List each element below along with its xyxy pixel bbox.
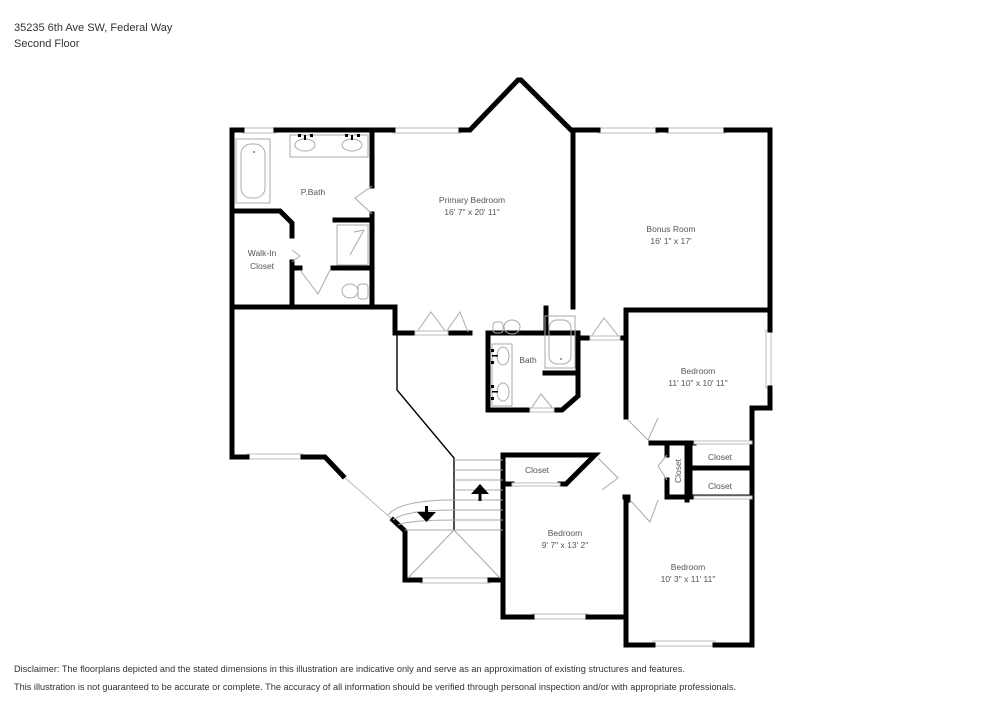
room-dims-primary-bedroom: 16' 7" x 20' 11" (444, 207, 499, 217)
sink-icon (294, 138, 316, 152)
floor-title: Second Floor (14, 38, 80, 50)
room-dims-bedroom-center: 9' 7" x 13' 2" (542, 540, 589, 550)
room-name-closet-center: Closet (525, 465, 550, 475)
room-name-bedroom-southeast: Bedroom (671, 562, 706, 572)
room-name-closet-vertical: Closet (673, 458, 683, 483)
stairs (387, 333, 503, 579)
door-closet-vertical (657, 454, 668, 481)
walls (229, 77, 773, 648)
disclaimer-line-2: This illustration is not guaranteed to b… (14, 682, 736, 692)
toilet-icon (341, 283, 369, 300)
stair-down-arrow-icon (417, 506, 436, 522)
door-bath (589, 317, 621, 339)
address-title: 35235 6th Ave SW, Federal Way (14, 22, 173, 34)
door-bedroom-center (597, 457, 619, 491)
room-name-bedroom-center: Bedroom (548, 528, 583, 538)
room-name-walk-in-closet-1: Walk-In (248, 248, 277, 258)
room-name-primary-bath: P.Bath (301, 187, 326, 197)
doors[interactable] (291, 185, 753, 523)
room-name-primary-bedroom: Primary Bedroom (439, 195, 505, 205)
bathtub-icon (544, 315, 576, 369)
door-toilet-room (299, 269, 331, 295)
door-walk-in-closet (291, 249, 301, 263)
toilet-icon (492, 319, 521, 335)
room-labels: Primary Bedroom 16' 7" x 20' 11" Bonus R… (248, 187, 733, 584)
room-dims-bedroom-southeast: 10' 3" x 11' 11" (661, 574, 716, 584)
sink-icon (496, 346, 510, 366)
door-bedroom-east (627, 417, 659, 441)
disclaimer-line-1: Disclaimer: The floorplans depicted and … (14, 664, 685, 674)
room-name-bedroom-east: Bedroom (681, 366, 716, 376)
room-name-closet-east-upper: Closet (708, 452, 733, 462)
room-name-bonus-room: Bonus Room (646, 224, 695, 234)
room-name-walk-in-closet-2: Closet (250, 261, 275, 271)
room-dims-bonus-room: 16' 1" x 17' (650, 236, 692, 246)
bathtub-icon (235, 138, 271, 204)
vanity-counter (491, 343, 513, 407)
room-name-bath: Bath (519, 355, 537, 365)
bifold-door-hall-closet (416, 310, 469, 333)
room-name-closet-east-lower: Closet (708, 481, 733, 491)
door-bath-hall (529, 393, 555, 411)
door-pbath (354, 185, 373, 215)
fixtures (235, 134, 576, 407)
vanity-counter (289, 134, 369, 158)
door-bedroom-southeast (629, 499, 659, 523)
stair-up-arrow-icon (471, 484, 489, 501)
sink-icon (496, 382, 510, 402)
room-dims-bedroom-east: 11' 10" x 10' 11" (668, 378, 728, 388)
shower-icon (336, 224, 369, 266)
sink-icon (341, 138, 363, 152)
